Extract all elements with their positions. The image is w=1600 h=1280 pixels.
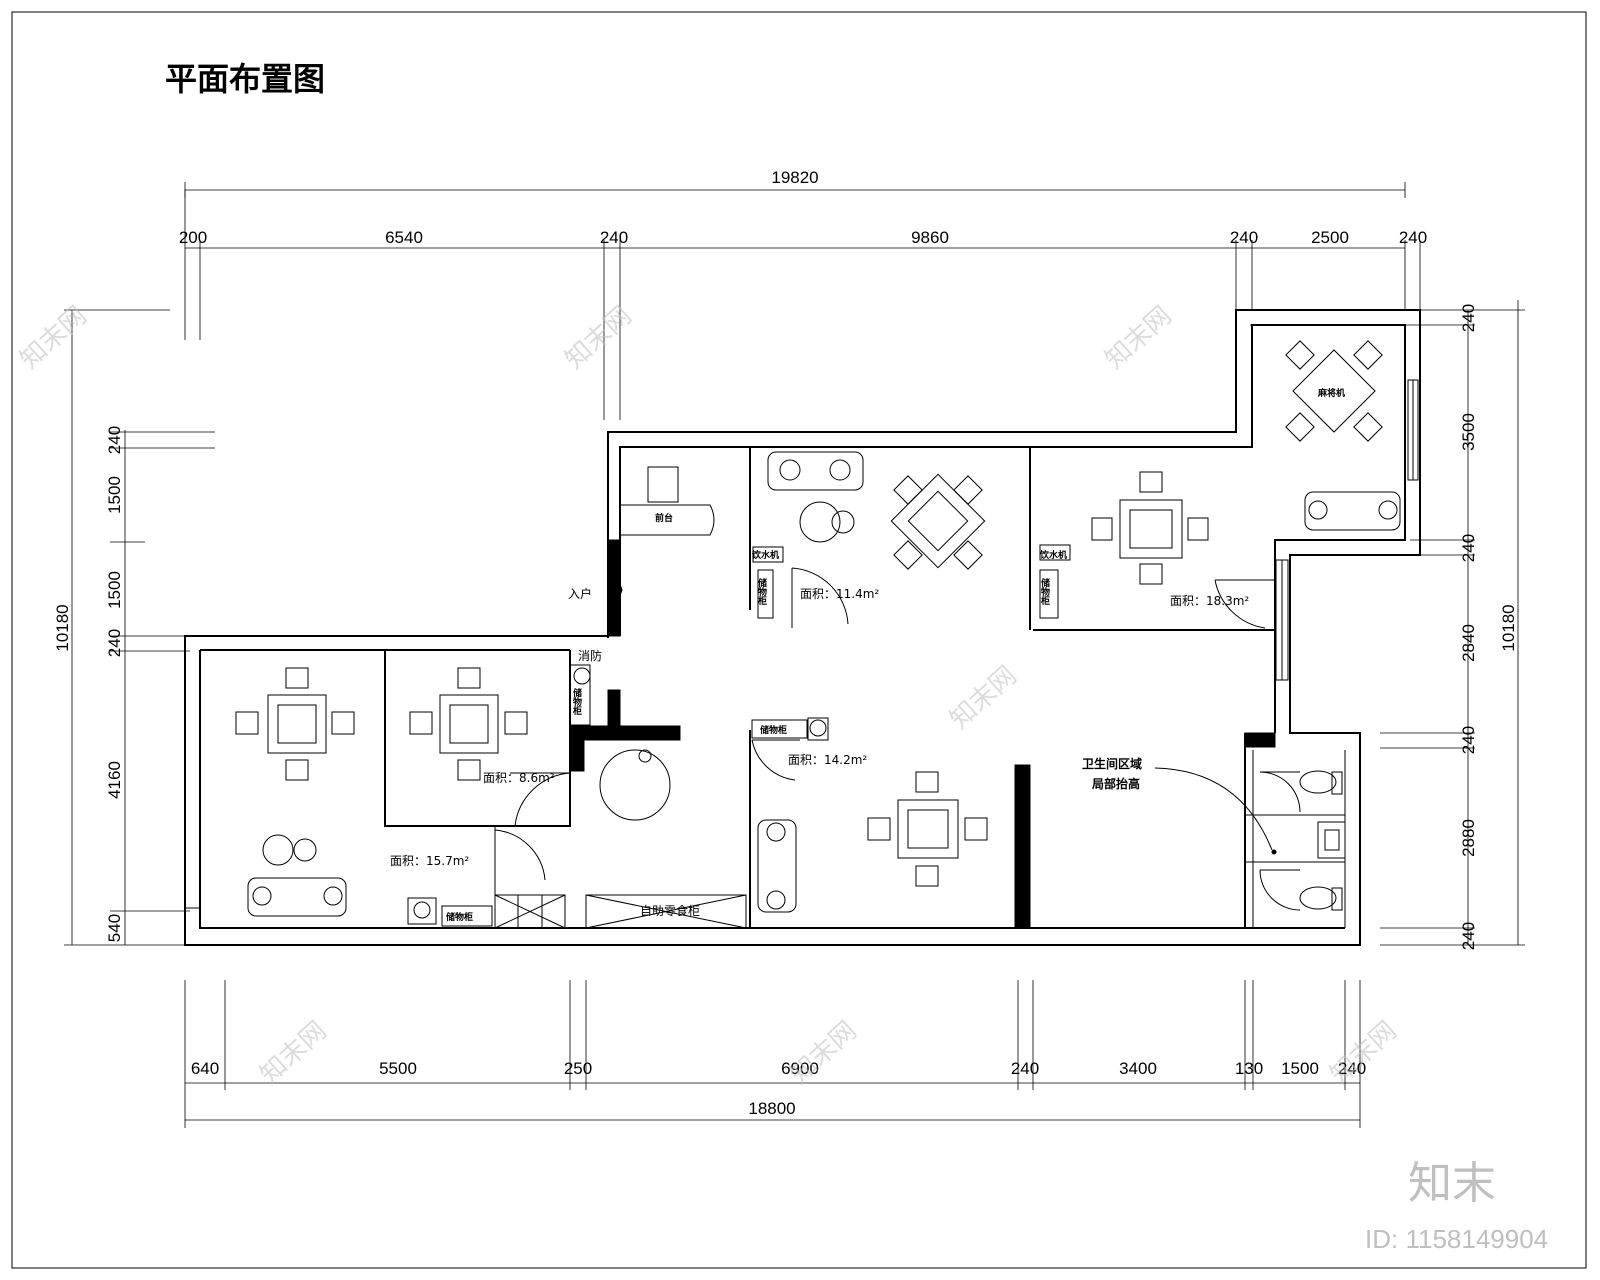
mahjong-table-c: [439, 694, 499, 754]
mahjong-machine-label: 麻将机: [1317, 387, 1345, 399]
bottom-dimensions: 640 5500 250 6900 240 3400 130 1500 240 …: [184, 980, 1366, 1128]
bathroom-note-1: 卫生间区域: [1082, 756, 1142, 771]
bathroom-note-2: 局部抬高: [1092, 776, 1140, 791]
right-dim-240a: 240: [1459, 304, 1478, 332]
top-total-dim: 19820: [771, 168, 818, 187]
right-dim-240d: 240: [1459, 922, 1478, 950]
room-e-furniture: [751, 717, 988, 913]
bottom-dim-1500: 1500: [1281, 1059, 1319, 1078]
area-room-d: 面积：15.7m²: [390, 854, 469, 868]
entry-label: 入户: [568, 586, 592, 601]
brand-watermark: 知末: [1408, 1158, 1496, 1209]
area-room-b: 面积：18.3m²: [1170, 594, 1249, 608]
right-dim-2880: 2880: [1459, 819, 1478, 857]
left-dimensions: 10180 240 1500 1500 240 4160 540: [53, 309, 215, 946]
front-desk: [620, 504, 715, 536]
left-dim-1500a: 1500: [105, 476, 124, 514]
bottom-total-dim: 18800: [748, 1099, 795, 1118]
furniture: [235, 340, 1401, 929]
right-dimensions: 10180 240 3500 240 2840 240 2880 240: [1250, 300, 1525, 950]
watermark-site-5: 知末网: [254, 1015, 332, 1089]
watermark-site-4: 知末网: [944, 660, 1022, 734]
area-room-c: 面积：8.6m²: [483, 771, 555, 785]
watermark-site-6: 知末网: [784, 1015, 862, 1089]
top-dim-240a: 240: [600, 228, 628, 247]
right-dim-3500: 3500: [1459, 413, 1478, 451]
bottom-dim-6900: 6900: [781, 1059, 819, 1078]
right-total-dim: 10180: [1499, 604, 1518, 651]
mahjong-table-b: [1119, 499, 1183, 559]
watermark-site-3: 知末网: [1099, 300, 1177, 374]
left-dim-1500b: 1500: [105, 571, 124, 609]
walls: [184, 309, 1421, 946]
room-a-furniture: [752, 451, 986, 619]
bottom-dim-130: 130: [1235, 1059, 1263, 1078]
top-dimensions: 19820 200 6540 240 9860 240 2500 240: [179, 168, 1427, 420]
doors: [494, 567, 1301, 911]
water-dispenser-2: 饮水机: [1039, 549, 1067, 561]
storage-label-1: 储物柜: [756, 577, 768, 606]
water-dispenser-1: 饮水机: [751, 549, 779, 561]
mahjong-table-e: [897, 799, 959, 859]
lounge-chair: [599, 749, 671, 821]
storage-label-2: 储物柜: [1039, 577, 1051, 606]
right-dim-240c: 240: [1459, 726, 1478, 754]
room-b-furniture: [1039, 471, 1209, 619]
watermarks: 知末网 知末网 知末网 知末网 知末网 知末网 知末网: [14, 300, 1402, 1089]
mahjong-table-d: [267, 694, 327, 754]
top-dim-240b: 240: [1230, 228, 1258, 247]
mahjong-machine-table: [1292, 349, 1376, 433]
top-dim-200: 200: [179, 228, 207, 247]
bottom-dim-3400: 3400: [1119, 1059, 1157, 1078]
room-d-furniture: [235, 667, 493, 927]
left-dim-4160: 4160: [105, 761, 124, 799]
toilet-2: [1299, 886, 1337, 910]
id-watermark: ID: 1158149904: [1365, 1224, 1548, 1254]
drawing-frame: [11, 11, 1587, 1269]
snack-cabinet-label: 自助零食柜: [640, 903, 700, 918]
fire-label: 消防: [578, 648, 602, 663]
desk-chair: [647, 466, 679, 503]
area-room-a: 面积：11.4m²: [800, 587, 879, 601]
plan-title: 平面布置图: [165, 60, 325, 98]
top-dim-2500: 2500: [1311, 228, 1349, 247]
toilet-1: [1299, 770, 1337, 794]
mahjong-room-furniture: [1285, 340, 1401, 531]
right-dim-2840: 2840: [1459, 624, 1478, 662]
mahjong-table-a: [890, 473, 986, 569]
sink: [1317, 821, 1346, 859]
front-desk-label: 前台: [655, 512, 673, 524]
storage-label-4: 储物柜: [446, 911, 473, 923]
top-dim-240c: 240: [1399, 228, 1427, 247]
area-room-e: 面积：14.2m²: [788, 753, 867, 767]
bottom-dim-250: 250: [564, 1059, 592, 1078]
left-dim-540: 540: [105, 914, 124, 942]
left-dim-240a: 240: [105, 426, 124, 454]
watermark-site-2: 知末网: [559, 300, 637, 374]
snack-cabinets: [494, 894, 747, 929]
right-dim-240b: 240: [1459, 534, 1478, 562]
storage-label-3: 储物柜: [571, 687, 583, 716]
bottom-dim-640: 640: [191, 1059, 219, 1078]
bottom-dim-240b: 240: [1338, 1059, 1366, 1078]
bottom-dim-240a: 240: [1011, 1059, 1039, 1078]
labels: 入户 前台 消防 饮水机 饮水机 储物柜 储物柜 储物柜 储物柜 储物柜 麻将机…: [390, 387, 1345, 923]
top-dim-6540: 6540: [385, 228, 423, 247]
left-dim-240b: 240: [105, 629, 124, 657]
left-total-dim: 10180: [53, 604, 72, 651]
bathroom-fixtures: [1299, 770, 1346, 911]
bottom-dim-5500: 5500: [379, 1059, 417, 1078]
top-dim-9860: 9860: [911, 228, 949, 247]
watermark-site-7: 知末网: [1324, 1015, 1402, 1089]
storage-label-5: 储物柜: [760, 724, 787, 736]
watermark-site-1: 知末网: [14, 300, 92, 374]
room-c-furniture: [409, 664, 591, 781]
